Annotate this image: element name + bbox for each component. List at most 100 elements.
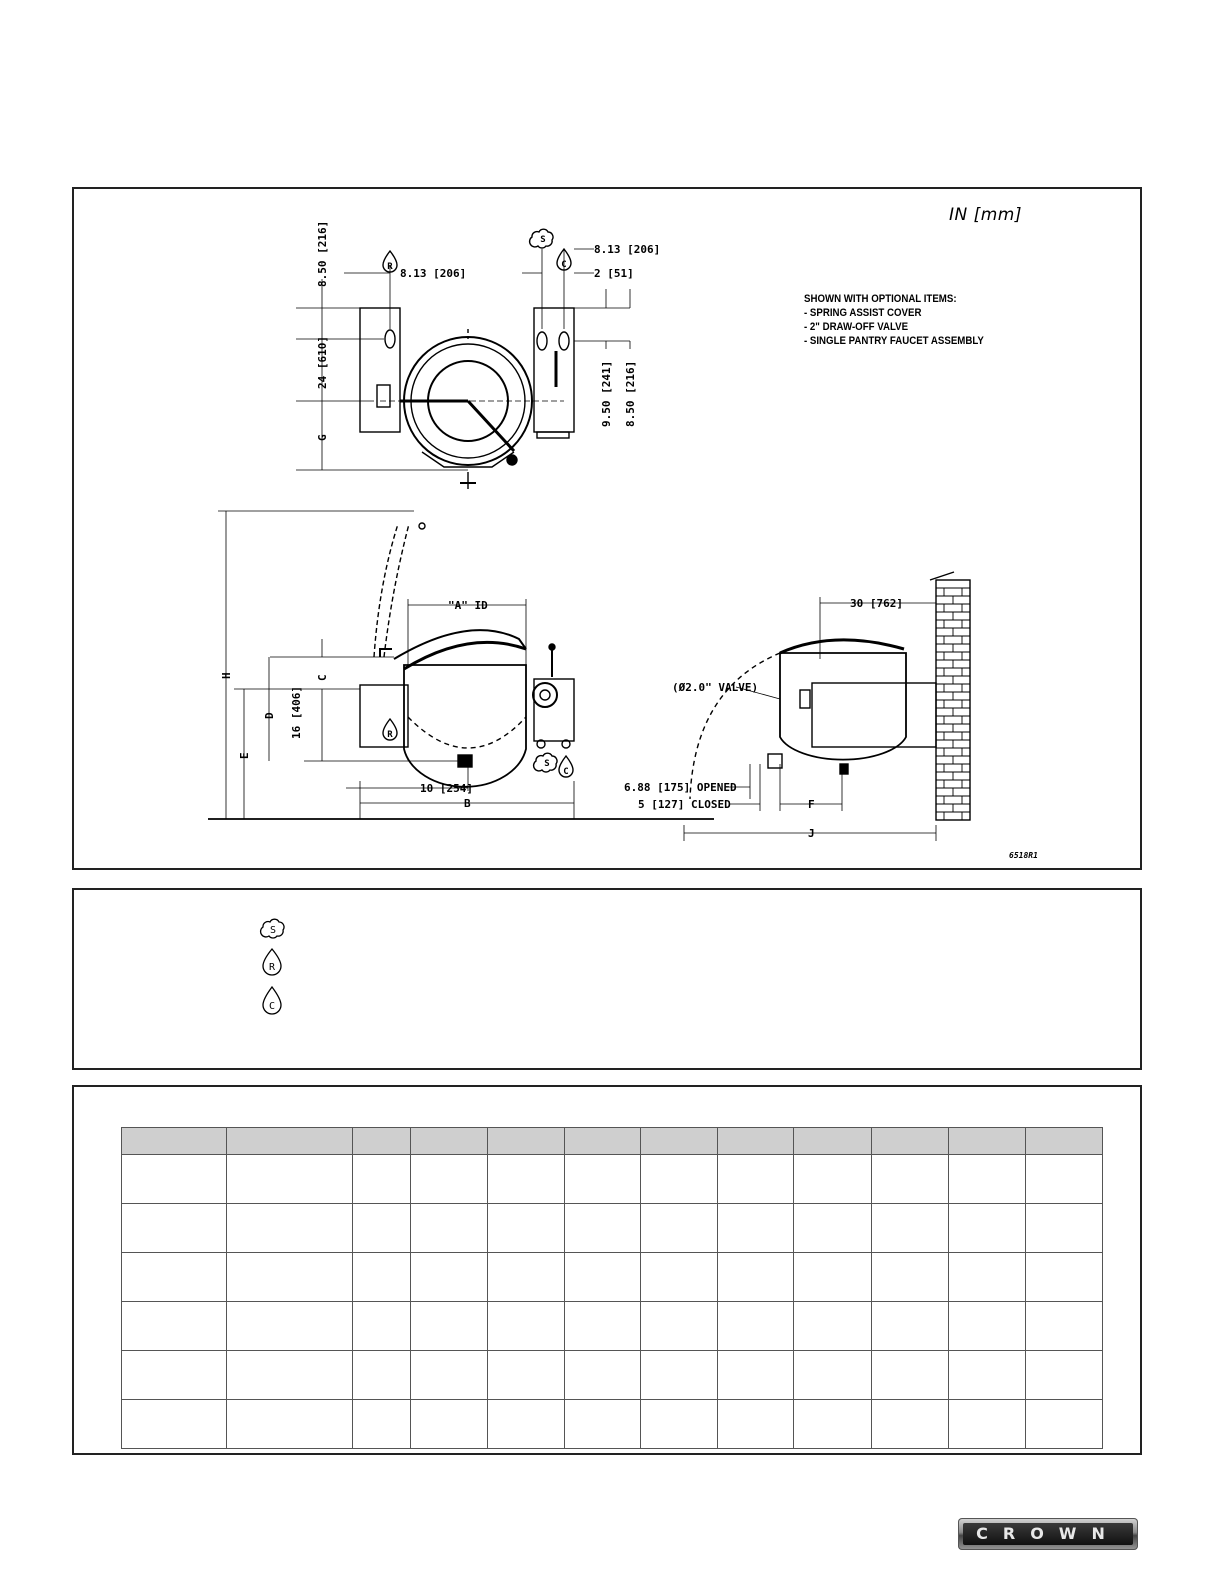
table-cell — [871, 1350, 949, 1400]
drawing-id: 6518R1 — [1009, 851, 1038, 860]
note-line: - SPRING ASSIST COVER — [804, 307, 922, 319]
table-cell — [225, 1203, 353, 1253]
table-cell — [1025, 1399, 1103, 1449]
table-cell — [225, 1301, 353, 1351]
utility-legend-panel: S R C — [72, 888, 1142, 1070]
table-cell — [1025, 1301, 1103, 1351]
table-cell — [486, 1350, 565, 1400]
kettle-cover-side — [779, 638, 905, 655]
table-cell — [410, 1252, 488, 1302]
dim-closed: 5 [127] CLOSED — [638, 798, 731, 811]
symbol-s: S — [540, 235, 545, 245]
table-cell — [1025, 1154, 1103, 1204]
table-row — [121, 1350, 1103, 1400]
table-cell — [1025, 1350, 1103, 1400]
faucet-knob — [506, 454, 518, 466]
kettle-cover — [403, 640, 527, 671]
table-cell — [793, 1350, 872, 1400]
dim-g: G — [316, 434, 329, 441]
top-view — [296, 248, 631, 489]
right-console — [533, 678, 575, 742]
table-cell — [486, 1252, 565, 1302]
table-cell — [947, 1252, 1027, 1302]
supply-connection — [536, 331, 548, 351]
table-row — [121, 1154, 1103, 1204]
legend-item-cold: C — [259, 984, 285, 1020]
dim-a-id: "A" ID — [448, 599, 488, 612]
dim-813-left: 8.13 [206] — [400, 267, 466, 280]
top-view-symbols — [382, 228, 572, 273]
cold-water-drop-icon — [558, 754, 574, 778]
table-cell — [563, 1350, 642, 1400]
table-cell — [716, 1399, 795, 1449]
legend-item-return: R — [259, 946, 285, 980]
table-cell — [793, 1252, 872, 1302]
steam-icon — [528, 228, 554, 249]
table-row — [121, 1301, 1103, 1351]
optional-items-notes: SHOWN WITH OPTIONAL ITEMS: - SPRING ASSI… — [804, 292, 984, 348]
side-view — [683, 571, 971, 841]
wall-bracket — [811, 682, 937, 748]
table-cell — [121, 1203, 227, 1253]
cover-open-arc — [383, 523, 410, 658]
column-header — [947, 1127, 1027, 1155]
column-header — [640, 1127, 718, 1155]
dim-850-top: 8.50 [216] — [316, 221, 329, 287]
symbol-c: C — [561, 260, 566, 270]
left-console-box — [359, 307, 401, 433]
column-header — [410, 1127, 488, 1155]
pouring-lip — [421, 451, 515, 468]
table-cell — [640, 1154, 718, 1204]
dim-850-side: 8.50 [216] — [624, 361, 637, 427]
table-cell — [871, 1154, 949, 1204]
draw-off-valve — [457, 754, 473, 768]
column-header — [351, 1127, 412, 1155]
pressure-gauge — [532, 682, 558, 708]
table-header-row — [121, 1127, 1103, 1155]
table-cell — [716, 1350, 795, 1400]
table-cell — [640, 1252, 718, 1302]
table-cell — [793, 1154, 872, 1204]
front-view — [208, 510, 714, 820]
table-cell — [486, 1203, 565, 1253]
dim-813-right: 8.13 [206] — [594, 243, 660, 256]
table-cell — [871, 1399, 949, 1449]
symbol-r: R — [387, 730, 393, 740]
dim-30: 30 [762] — [850, 597, 903, 610]
column-header — [486, 1127, 565, 1155]
table-cell — [640, 1301, 718, 1351]
table-cell — [486, 1399, 565, 1449]
table-cell — [563, 1399, 642, 1449]
cold-water-drop-icon — [556, 247, 572, 271]
steam-icon — [532, 752, 558, 773]
dim-j: J — [808, 827, 815, 840]
symbol-s: S — [544, 759, 549, 769]
note-line: - 2" DRAW-OFF VALVE — [804, 321, 909, 333]
units-label: IN [mm] — [948, 205, 1022, 225]
left-console — [359, 684, 409, 748]
supply-connection — [384, 329, 396, 349]
table-cell — [410, 1301, 488, 1351]
dim-opened: 6.88 [175] OPENED — [624, 781, 737, 794]
column-header — [563, 1127, 642, 1155]
table-cell — [410, 1399, 488, 1449]
table-cell — [947, 1301, 1027, 1351]
table-cell — [716, 1252, 795, 1302]
steam-icon: S — [259, 918, 285, 939]
table-cell — [351, 1399, 412, 1449]
table-cell — [351, 1301, 412, 1351]
table-cell — [947, 1399, 1027, 1449]
table-cell — [121, 1399, 227, 1449]
dimensions-table — [121, 1127, 1103, 1449]
table-cell — [225, 1399, 353, 1449]
tilt-handle — [376, 384, 391, 408]
table-cell — [793, 1301, 872, 1351]
note-line: - SINGLE PANTRY FAUCET ASSEMBLY — [804, 335, 984, 347]
legend-item-steam: S — [259, 916, 285, 944]
symbol-c: C — [563, 767, 568, 777]
svg-text:C: C — [269, 1001, 275, 1012]
table-row — [121, 1399, 1103, 1449]
return-drop-icon: R — [262, 947, 282, 976]
table-cell — [351, 1350, 412, 1400]
table-cell — [640, 1350, 718, 1400]
